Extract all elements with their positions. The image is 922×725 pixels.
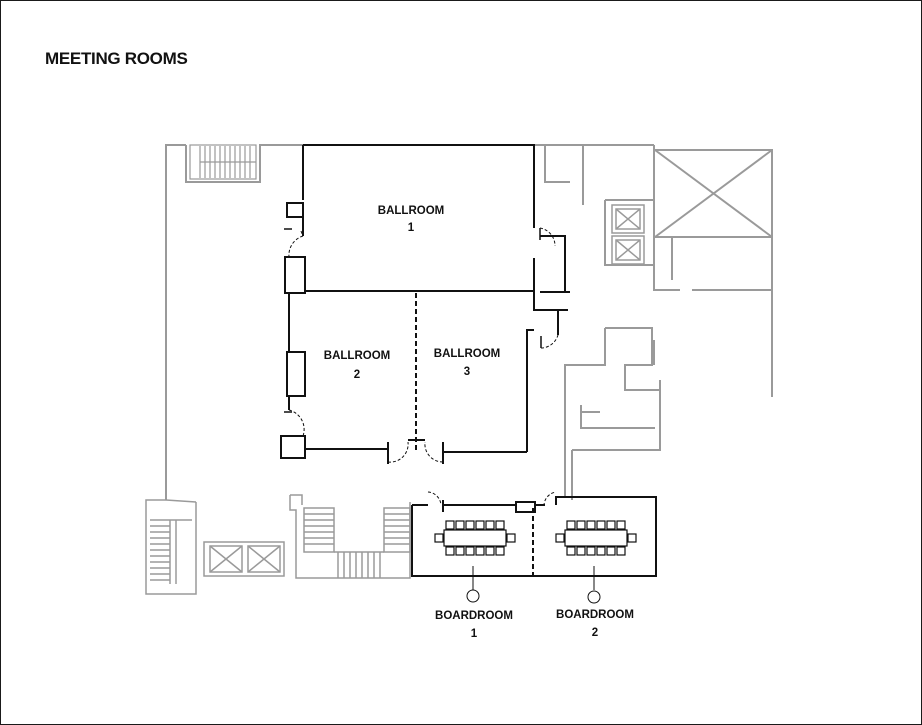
door-swings [288,227,559,507]
room-label-ballroom-1-line1: BALLROOM [378,205,444,217]
room-label-boardroom-1-line1: BOARDROOM [435,610,513,622]
stairs-north-west [189,144,257,180]
page-title: MEETING ROOMS [45,49,188,68]
boardroom-walls [411,496,657,577]
stairs-south-west [145,499,197,595]
room-label-boardroom-1-line2: 1 [471,628,478,640]
building-outline [165,144,773,500]
location-pin [466,566,480,603]
conference-table [434,520,516,556]
room-label-ballroom-3-line2: 3 [464,366,470,378]
room-label-ballroom-1-line2: 1 [408,222,415,234]
room-label-ballroom-2-line2: 2 [354,369,360,381]
room-label-boardroom-2-line1: BOARDROOM [556,609,634,621]
room-label-ballroom-2-line1: BALLROOM [324,350,390,362]
stairs-south-central [289,494,411,579]
room-label-ballroom-3-line1: BALLROOM [434,348,500,360]
east-service-rooms [564,327,661,500]
elevator-icon [611,204,645,234]
location-pin [587,566,601,604]
door-jambs [284,228,542,413]
meeting-room-walls [280,144,570,464]
elevator-icon [611,235,645,265]
room-label-boardroom-2-line2: 2 [592,627,598,639]
elevator-icon [203,541,285,577]
conference-table [555,520,637,556]
